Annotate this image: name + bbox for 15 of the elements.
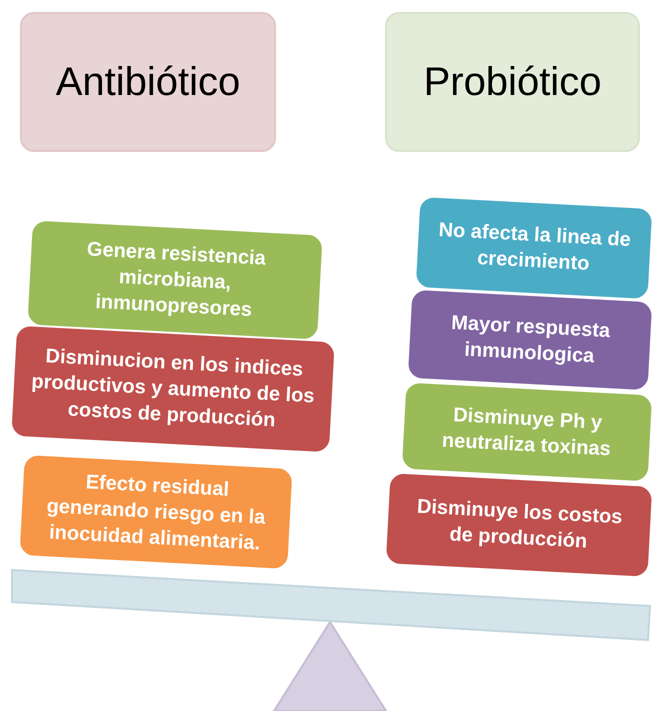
- heading-text: Antibiótico: [56, 60, 240, 104]
- effect-box: [386, 473, 652, 577]
- effect-text: Disminucion en los indices productivos y aumento de los costos de producción: [30, 344, 316, 434]
- heading-text: Probiótico: [424, 60, 602, 104]
- effect-text: Disminuye los costos de producción: [415, 494, 624, 555]
- heading-box: [20, 12, 276, 152]
- effect-text: Genera resistencia microbiana, inmunopresores: [85, 237, 268, 324]
- effect-text: Efecto residual generando riesgo en la inocuidad alimentaria.: [45, 470, 267, 556]
- effect-text: Disminuye Ph y neutraliza toxinas: [440, 403, 612, 462]
- heading-box: [385, 12, 640, 152]
- effect-box: [408, 290, 652, 390]
- effect-text: No afecta la linea de crecimiento: [437, 218, 632, 277]
- effect-box: [402, 382, 652, 482]
- effect-box: [416, 197, 652, 299]
- effect-text: Mayor respuesta inmunologica: [450, 310, 612, 370]
